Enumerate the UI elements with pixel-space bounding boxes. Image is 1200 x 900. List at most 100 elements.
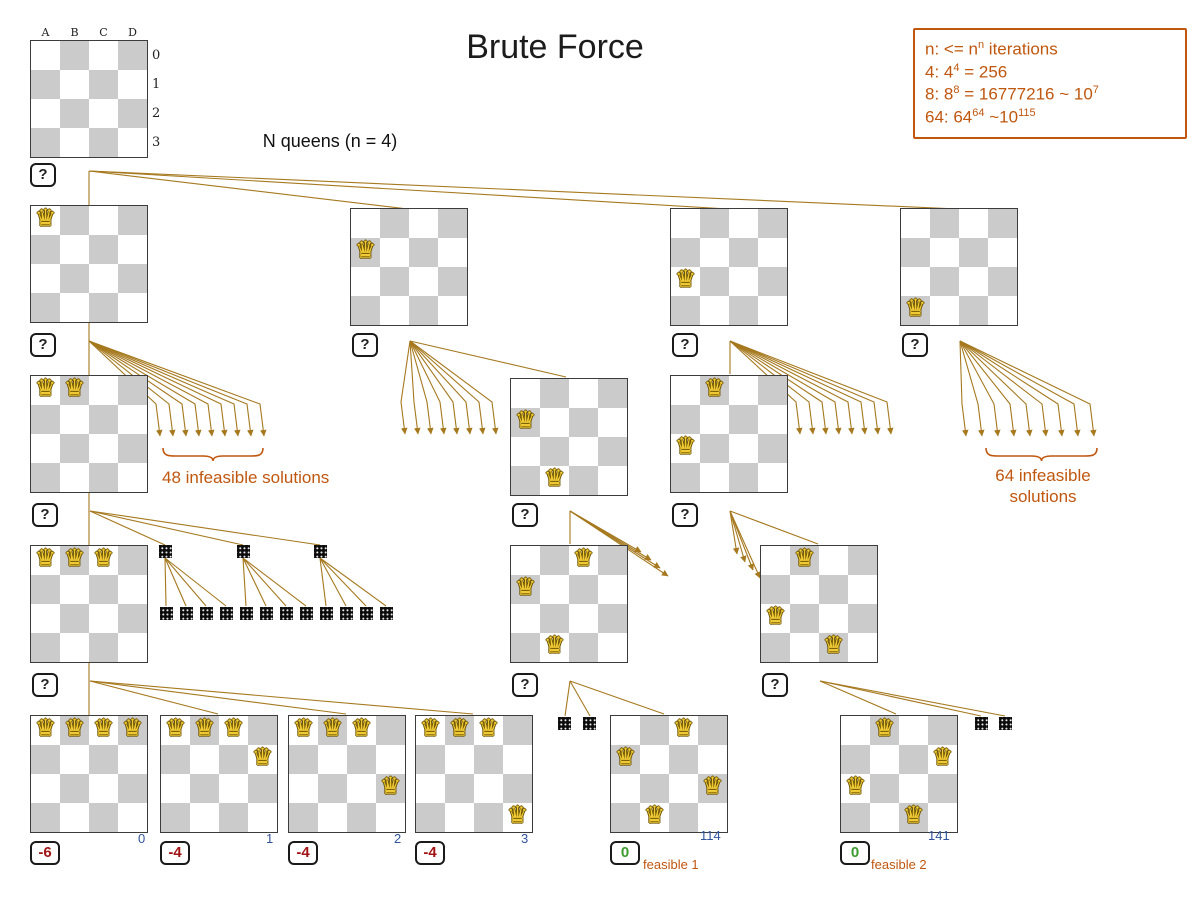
queen-icon: ♛ (931, 744, 954, 771)
queen-icon: ♛ (164, 715, 187, 742)
board-cell (31, 128, 60, 157)
board-cell (219, 803, 248, 832)
info-text: = 16777216 ~ 10 (959, 84, 1093, 104)
feasible-label: feasible 2 (871, 857, 927, 872)
board-cell (988, 267, 1017, 296)
score-box: -4 (288, 841, 318, 865)
queen-icon: ♛ (543, 465, 566, 492)
board-cell (31, 745, 60, 774)
board-cell (988, 296, 1017, 325)
board-cell (118, 463, 147, 492)
board-cell (729, 267, 758, 296)
board-cell (118, 41, 147, 70)
infeasible-count-label: 48 infeasible solutions (162, 467, 402, 488)
board-cell (190, 774, 219, 803)
board-cell (930, 238, 959, 267)
board-cell: ♛ (569, 545, 598, 575)
board-cell (380, 267, 409, 296)
board-cell (118, 546, 147, 575)
question-box: ? (902, 333, 928, 357)
board-cell (540, 604, 569, 633)
board-cell (899, 774, 928, 803)
question-box: ? (512, 673, 538, 697)
board-cell (31, 774, 60, 803)
board-cell (928, 716, 957, 745)
board-cell (161, 774, 190, 803)
queen-icon: ♛ (822, 632, 845, 659)
board-cell (318, 803, 347, 832)
queen-icon: ♛ (92, 715, 115, 742)
board-cell: ♛ (928, 744, 957, 774)
board-cell: ♛ (540, 465, 569, 495)
index-label: 3 (521, 831, 529, 846)
board-cell (503, 716, 532, 745)
board-cell (698, 716, 727, 745)
infeasible-count-line: 48 infeasible solutions (162, 468, 330, 487)
queen-icon: ♛ (222, 715, 245, 742)
info-text: iterations (984, 39, 1058, 59)
board-cell: ♛ (376, 773, 405, 803)
board-cell (89, 803, 118, 832)
board-cell (60, 745, 89, 774)
col-label: B (70, 26, 79, 39)
page-title: Brute Force (466, 28, 644, 66)
board-cell (988, 209, 1017, 238)
board-cell (611, 716, 640, 745)
pruned-subtree-icon (583, 717, 596, 730)
board-cell (569, 466, 598, 495)
queen-icon: ♛ (34, 205, 57, 232)
board-cell: ♛ (511, 407, 540, 437)
board-cell: ♛ (31, 375, 60, 405)
board-cell (598, 633, 627, 662)
board-cell (671, 296, 700, 325)
pruned-subtree-icon (200, 607, 213, 620)
board-cell: ♛ (761, 603, 790, 633)
board-cell (959, 296, 988, 325)
board-cell (289, 745, 318, 774)
col-label: A (41, 26, 50, 39)
board-cell (438, 209, 467, 238)
chessboard: ♛ (670, 208, 788, 326)
question-box: ? (512, 503, 538, 527)
board-cell (60, 41, 89, 70)
queen-icon: ♛ (193, 715, 216, 742)
question-box: ? (30, 333, 56, 357)
board-cell (60, 405, 89, 434)
queen-icon: ♛ (251, 744, 274, 771)
board-cell (790, 604, 819, 633)
pruned-subtree-icon (340, 607, 353, 620)
chessboard: ♛♛♛♛ (160, 715, 278, 833)
queen-icon: ♛ (844, 773, 867, 800)
board-cell (511, 546, 540, 575)
board-cell (438, 267, 467, 296)
chessboard: ♛♛♛♛ (288, 715, 406, 833)
pruned-subtree-icon (240, 607, 253, 620)
board-cell (118, 434, 147, 463)
board-cell (118, 376, 147, 405)
board-cell (569, 437, 598, 466)
chessboard: ♛♛♛ (30, 545, 148, 663)
board-cell (118, 235, 147, 264)
board-cell: ♛ (540, 632, 569, 662)
chessboard: ♛♛♛ (760, 545, 878, 663)
board-cell: ♛ (60, 545, 89, 575)
board-cell (347, 774, 376, 803)
info-line: 8: 88 = 16777216 ~ 107 (925, 84, 1175, 105)
board-cell: ♛ (700, 375, 729, 405)
board-cell (700, 296, 729, 325)
board-cell (351, 209, 380, 238)
pruned-subtree-icon (314, 545, 327, 558)
board-cell (540, 408, 569, 437)
board-cell (31, 575, 60, 604)
queen-icon: ♛ (902, 802, 925, 829)
board-cell (930, 267, 959, 296)
board-cell (598, 604, 627, 633)
info-text: 64: 64 (925, 107, 973, 127)
pruned-subtree-icon (380, 607, 393, 620)
board-cell (901, 267, 930, 296)
board-cell (761, 575, 790, 604)
queen-icon: ♛ (34, 545, 57, 572)
question-box: ? (352, 333, 378, 357)
board-cell (161, 803, 190, 832)
board-cell (511, 437, 540, 466)
